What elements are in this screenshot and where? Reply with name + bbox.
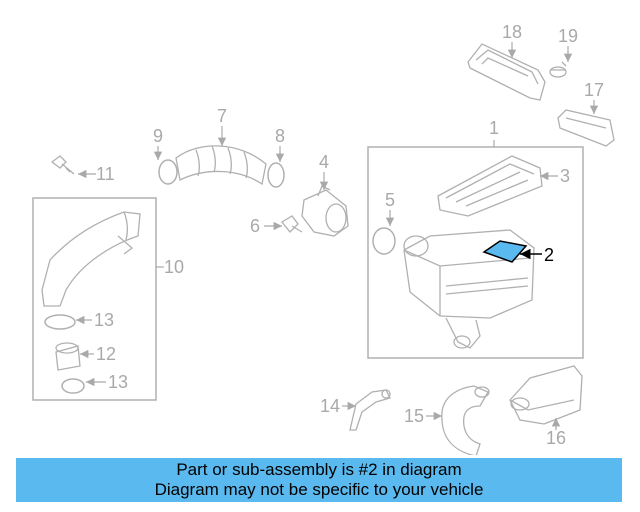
leader-lines	[76, 42, 599, 430]
resonator-drawing	[467, 43, 546, 101]
cover-drawing	[557, 109, 615, 147]
callout-14: 14	[320, 396, 340, 416]
banner-line-part-info: Part or sub-assembly is #2 in diagram	[176, 460, 462, 479]
hose-drawing	[175, 145, 267, 186]
air-cleaner-assembly-box	[367, 146, 584, 359]
duct-drawing	[509, 365, 583, 425]
intake-tube-assembly-box	[32, 197, 157, 401]
callout-8: 8	[275, 126, 285, 146]
info-banner: Part or sub-assembly is #2 in diagram Di…	[16, 458, 622, 502]
callout-12: 12	[96, 344, 116, 364]
clamp-drawing	[267, 162, 285, 188]
sensor-drawing	[301, 185, 349, 237]
gasket-drawing	[372, 227, 396, 255]
callout-9: 9	[153, 126, 163, 146]
callout-3: 3	[560, 166, 570, 186]
air-box-lid-drawing	[437, 155, 543, 217]
elbow-hose-drawing	[441, 385, 490, 455]
callout-16: 16	[546, 428, 566, 448]
intake-tube-drawing	[41, 211, 141, 307]
screw-drawing	[50, 155, 75, 175]
parts-diagram: 18 19 17 7 9 8 1 11 4 3 5 6 2 10 13 12 1…	[32, 22, 615, 455]
callout-13: 13	[94, 310, 114, 330]
callout-13: 13	[108, 372, 128, 392]
callout-1: 1	[489, 118, 499, 138]
callout-10: 10	[164, 257, 184, 277]
callout-2: 2	[544, 245, 554, 265]
callout-19: 19	[558, 26, 578, 46]
callout-17: 17	[584, 80, 604, 100]
clamp-drawing	[158, 159, 178, 185]
callout-5: 5	[385, 190, 395, 210]
callout-7: 7	[217, 106, 227, 126]
bolt-drawing	[281, 215, 303, 233]
callout-11: 11	[96, 164, 115, 184]
coupler-drawing	[55, 342, 81, 371]
callout-15: 15	[404, 406, 424, 426]
air-box-housing-drawing	[403, 229, 535, 349]
callout-6: 6	[250, 216, 260, 236]
bracket-drawing	[349, 389, 391, 431]
air-filter-highlight	[482, 240, 528, 263]
callout-4: 4	[319, 152, 329, 172]
bolt-drawing	[549, 61, 567, 78]
banner-line-disclaimer: Diagram may not be specific to your vehi…	[154, 480, 484, 499]
callout-18: 18	[502, 22, 522, 42]
clamp-drawing	[61, 378, 85, 394]
clamp-drawing	[44, 314, 76, 330]
